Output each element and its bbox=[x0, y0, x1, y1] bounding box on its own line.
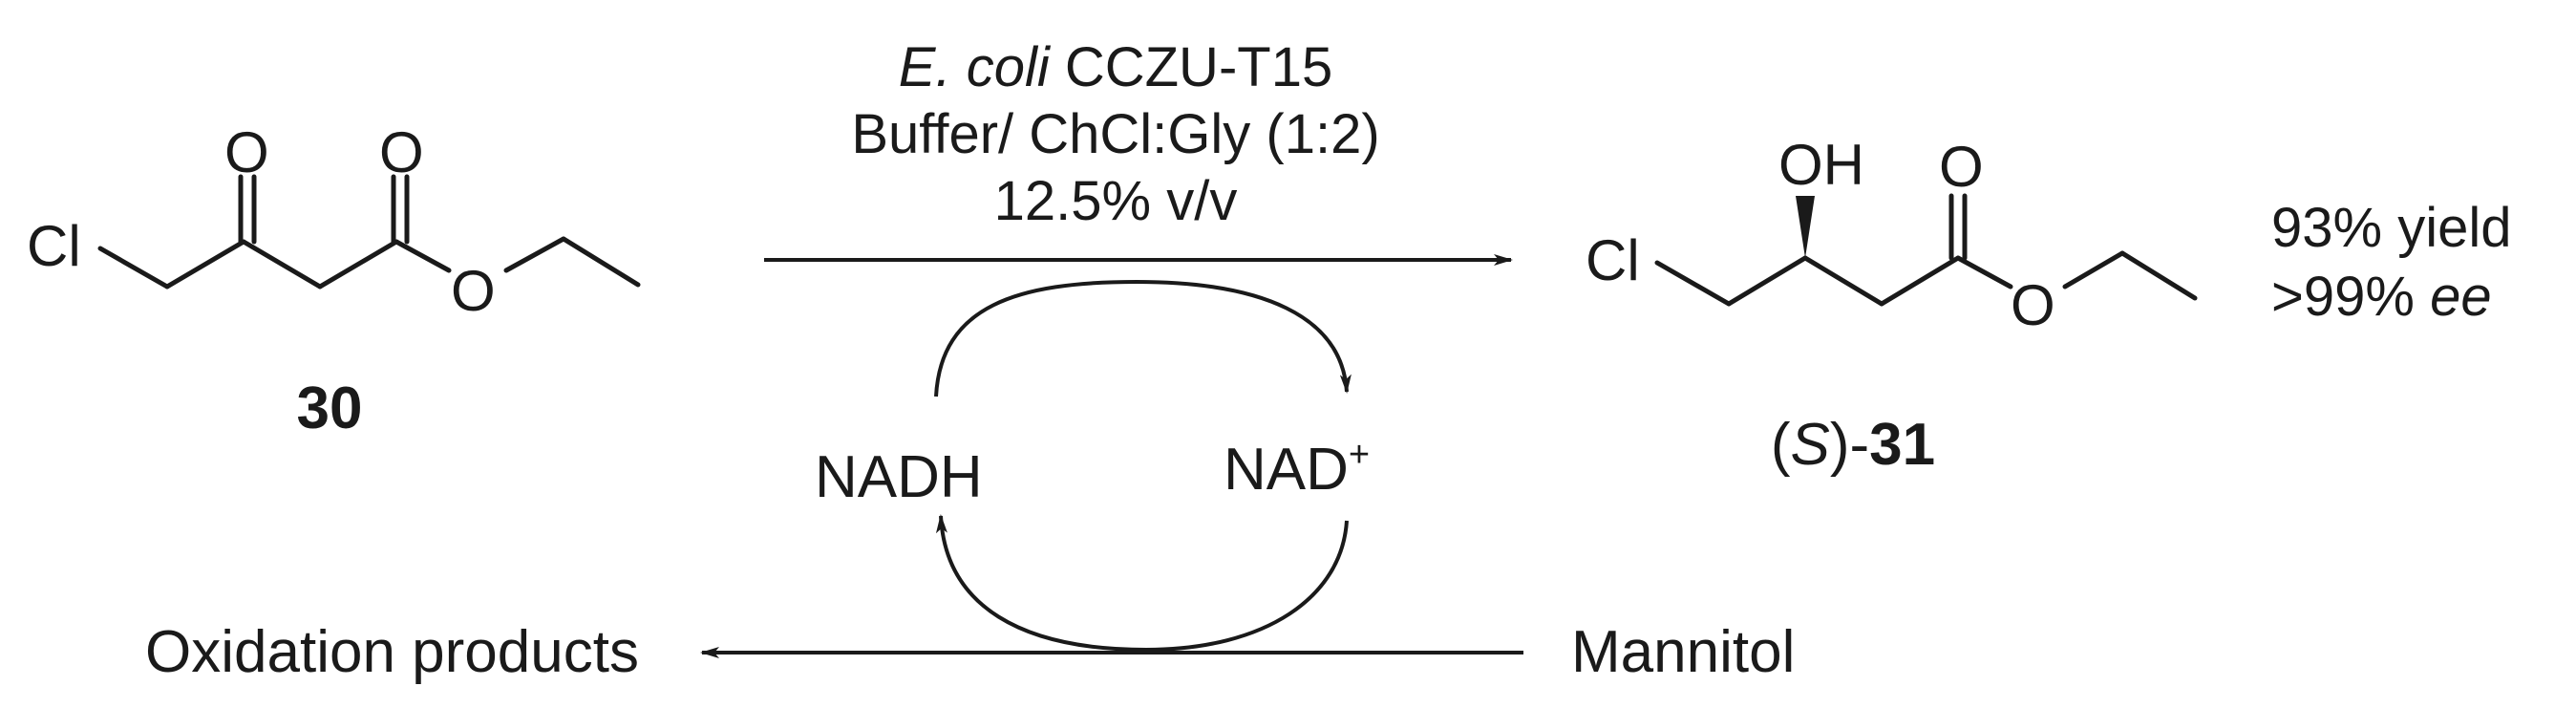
reactant-cl-atom: Cl bbox=[27, 214, 81, 278]
product-label: (S)-31 bbox=[1771, 412, 1935, 478]
nadh-label: NADH bbox=[815, 444, 983, 510]
bond bbox=[317, 239, 399, 290]
ee-value: >99% bbox=[2271, 266, 2430, 328]
reactant-ketone-o-atom: O bbox=[224, 120, 269, 184]
bond bbox=[1654, 260, 1732, 307]
yield-result: 93% yield bbox=[2271, 197, 2511, 259]
nad-charge: + bbox=[1349, 435, 1370, 475]
bond bbox=[561, 236, 641, 288]
product-ester-o-atom: O bbox=[2011, 273, 2055, 337]
stereo-wedge-bond bbox=[1796, 196, 1815, 258]
bond bbox=[503, 236, 566, 273]
bond bbox=[164, 239, 246, 290]
stereo-paren-open: ( bbox=[1771, 412, 1791, 478]
ee-result: >99% ee bbox=[2271, 266, 2492, 328]
bond bbox=[1802, 255, 1884, 307]
nadh-to-nad-arrow bbox=[934, 279, 1352, 397]
condition-concentration: 12.5% v/v bbox=[994, 170, 1238, 232]
bond bbox=[97, 246, 170, 290]
condition-medium: Buffer/ ChCl:Gly (1:2) bbox=[851, 103, 1379, 165]
bond bbox=[1955, 255, 2013, 290]
product-carbonyl-o-atom: O bbox=[1939, 135, 1984, 199]
strain-name: CCZU-T15 bbox=[1065, 36, 1332, 98]
stereo-descriptor: S bbox=[1791, 412, 1830, 478]
product-cl-atom: Cl bbox=[1586, 228, 1640, 292]
reactant-carbonyl-o-atom: O bbox=[379, 120, 424, 184]
reactant-ester-o-atom: O bbox=[451, 259, 496, 323]
oxidation-products-label: Oxidation products bbox=[145, 619, 639, 685]
nad-label: NAD+ bbox=[1224, 435, 1370, 503]
bond bbox=[1879, 255, 1961, 307]
bond bbox=[2119, 250, 2198, 301]
reactant-structure: Cl O O O bbox=[27, 120, 641, 323]
mannitol-label: Mannitol bbox=[1571, 619, 1795, 685]
product-number: 31 bbox=[1869, 412, 1935, 478]
bond bbox=[394, 239, 452, 273]
ee-abbrev: ee bbox=[2430, 266, 2492, 328]
organism-name: E. coli bbox=[899, 36, 1052, 98]
bond bbox=[2062, 250, 2125, 290]
bond bbox=[241, 239, 323, 290]
nad-to-nadh-arrow bbox=[935, 514, 1349, 653]
stereo-paren-close: )- bbox=[1830, 412, 1869, 478]
bond bbox=[1726, 255, 1808, 307]
product-structure: Cl OH O O bbox=[1586, 133, 2198, 337]
reactant-number: 30 bbox=[297, 375, 363, 441]
product-oh-group: OH bbox=[1778, 133, 1864, 197]
condition-organism: E. coli CCZU-T15 bbox=[899, 36, 1332, 98]
nad-text: NAD bbox=[1224, 437, 1349, 503]
